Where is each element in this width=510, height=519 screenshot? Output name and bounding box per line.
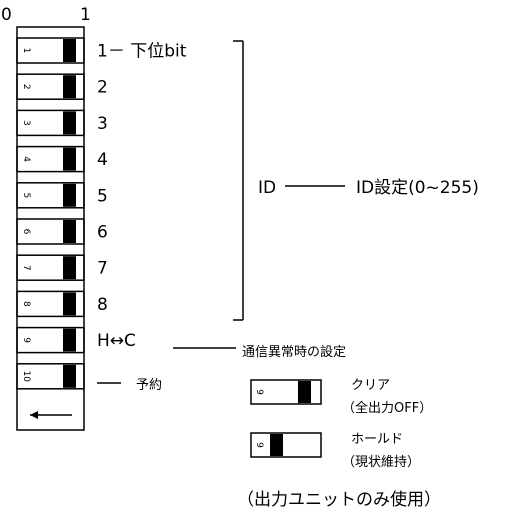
switch-label: 6 [97,223,108,243]
switch-cells: 1 2 3 4 5 6 7 8 9 10 [16,37,85,390]
id-bracket [233,40,244,321]
switch-number: 7 [21,265,31,271]
switch-cell-box [16,290,85,318]
switch-labels: 1－ 下位bit 2 3 4 5 6 7 8H↔C [97,42,187,352]
switch-toggle [63,75,76,99]
switch-label: 1－ 下位bit [97,42,187,62]
switch-number: 6 [21,229,31,235]
switch-cell: 7 [16,254,85,281]
footnote: （出力ユニットのみ使用） [237,489,441,510]
legend-clear-line1: クリア [351,378,390,393]
switch-label: H↔C [97,331,136,351]
switch-toggle [63,364,76,388]
id-label: ID [258,178,276,198]
switch-number: 8 [21,301,31,307]
switch-label: 3 [97,114,108,134]
switch-number: 1 [21,48,31,54]
switch-cell: 6 [16,218,85,245]
switch-label: 8 [97,295,108,315]
switch-label: 4 [97,150,108,170]
switch-toggle [63,292,76,316]
switch-cell: 9 [16,326,85,354]
switch-toggle [63,256,76,280]
legend-hold: 9 ホールド （現状維持） [250,432,420,470]
switch-cell: 10 [16,363,85,390]
switch-number: 3 [21,120,31,126]
switch-cell-box [16,73,85,100]
header-0: 0 [1,5,12,25]
switch-number: 2 [21,84,31,90]
switch-number: 9 [21,337,31,343]
switch-toggle [63,183,76,207]
switch-cell-box [16,254,85,281]
legend-clear-num: 9 [254,389,264,395]
switch-cell: 1 [16,37,85,64]
switch-cell: 3 [16,109,85,137]
direction-arrow-icon [30,411,72,419]
legend-hold-num: 9 [254,442,264,448]
legend-clear-switch [250,379,322,405]
legend-hold-toggle [270,434,283,456]
switch-cell-box [16,326,85,354]
id-description: ID設定(0~255) [356,178,479,198]
switch-cell-box [16,109,85,137]
legend-hold-line2: （現状維持） [342,455,420,470]
switch-cell-box [16,363,85,390]
reserved-label: 予約 [136,378,162,393]
comm-description: 通信異常時の設定 [242,344,346,360]
switch-label: 7 [97,259,108,279]
switch-toggle [63,220,76,243]
switch-label: 2 [97,78,108,98]
switch-cell: 5 [16,182,85,209]
switch-label: 5 [97,186,108,206]
switch-toggle [63,147,76,171]
switch-toggle [63,39,76,62]
switch-number: 5 [21,192,31,198]
legend-hold-line1: ホールド [351,432,403,447]
header-1: 1 [80,5,91,25]
legend-clear: 9 クリア （全出力OFF） [250,378,432,416]
switch-number: 4 [21,156,31,162]
switch-cell-box [16,218,85,245]
switch-cell-box [16,145,85,173]
switch-cell-box [16,37,85,64]
switch-toggle [63,111,76,135]
legend-clear-line2: （全出力OFF） [342,400,432,416]
switch-cell-box [16,182,85,209]
switch-toggle [63,328,76,352]
switch-cell: 2 [16,73,85,100]
legend-hold-switch [250,432,322,458]
legend-clear-toggle [298,381,311,403]
switch-number: 10 [21,371,31,383]
switch-cell: 4 [16,145,85,173]
switch-cell: 8 [16,290,85,318]
